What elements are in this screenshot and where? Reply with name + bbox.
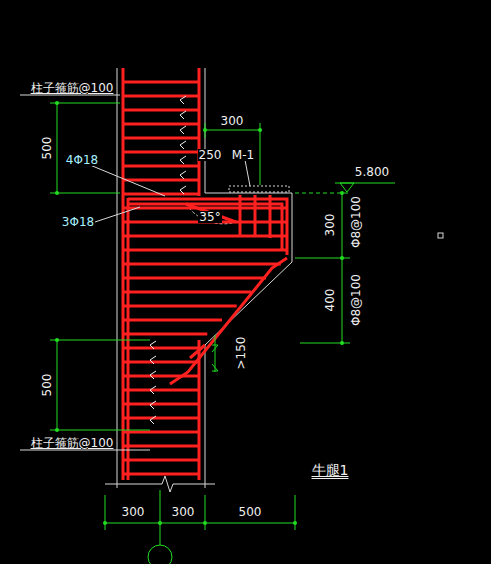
rebar-stroke xyxy=(123,375,199,378)
rebar-stroke xyxy=(180,141,186,145)
rebar-stroke xyxy=(123,417,199,420)
rebar-stroke xyxy=(123,95,199,98)
drawing-label: 500 xyxy=(41,136,53,161)
rebar-stroke xyxy=(180,186,186,190)
rebar-stroke xyxy=(150,371,156,375)
drawing-label: >150 xyxy=(235,336,247,371)
rebar-stroke xyxy=(123,137,199,140)
rebar-stroke xyxy=(123,263,281,266)
rebar-stroke xyxy=(123,179,199,182)
drawing-label: M-1 xyxy=(231,149,255,161)
rebar-stroke xyxy=(150,420,154,424)
rebar-stroke xyxy=(150,360,154,364)
rebar-stroke xyxy=(180,100,184,104)
rebar-stroke xyxy=(123,165,199,168)
rebar-stroke xyxy=(180,130,184,134)
drawing-label: Φ8@100 xyxy=(350,195,362,249)
rebar-stroke xyxy=(180,160,184,164)
drawing-label: 300 xyxy=(220,115,245,127)
drawing-label: Φ8@100 xyxy=(350,273,362,327)
rebar-stroke xyxy=(150,341,156,345)
rebar-stroke xyxy=(180,111,186,115)
rebar-stroke xyxy=(180,175,184,179)
rebar-stroke xyxy=(123,361,199,364)
rebar-stroke xyxy=(123,333,207,336)
rebar-stroke xyxy=(123,151,199,154)
drawing-label: 250 xyxy=(198,149,223,161)
rebar-stroke xyxy=(123,81,199,84)
drawing-title: 牛腿1 xyxy=(311,463,350,477)
rebar-stroke xyxy=(150,345,154,349)
rebar-stroke xyxy=(150,375,154,379)
drawing-label: 300 xyxy=(121,506,146,518)
drawing-label: 5.800 xyxy=(354,166,390,178)
drawing-label: 柱子箍筋@100 xyxy=(30,82,115,94)
drawing-label: 300 xyxy=(324,213,336,238)
rebar-stroke xyxy=(150,356,156,360)
rebar-stroke xyxy=(123,109,199,112)
rebar-stroke xyxy=(150,416,156,420)
rebar-stroke xyxy=(123,445,199,448)
rebar-stroke xyxy=(123,403,199,406)
rebar-stroke xyxy=(150,390,154,394)
rebar-stroke xyxy=(180,171,186,175)
rebar-stroke xyxy=(123,473,199,476)
drawing-label: 500 xyxy=(41,373,53,398)
rebar-stroke xyxy=(123,431,199,434)
rebar-stroke xyxy=(150,405,154,409)
rebar-stroke xyxy=(123,277,266,280)
rebar-stroke xyxy=(150,401,156,405)
rebar-stroke xyxy=(123,305,237,308)
rebar-stroke xyxy=(123,291,251,294)
rebar-stroke xyxy=(180,145,184,149)
rebar-stroke xyxy=(123,123,199,126)
rebar-stroke xyxy=(123,319,222,322)
rebar-stroke xyxy=(180,115,184,119)
rebar-stroke xyxy=(180,156,186,160)
drawing-label: 3Φ18 xyxy=(61,216,95,228)
drawing-label: 柱子箍筋@100 xyxy=(30,437,115,449)
rebar-stroke xyxy=(180,126,186,130)
rebar-stroke xyxy=(123,207,287,210)
drawing-label: 35° xyxy=(198,211,221,223)
rebar-stroke xyxy=(180,190,184,194)
rebar-stroke xyxy=(123,459,199,462)
rebar-stroke xyxy=(123,235,287,238)
rebar-stroke xyxy=(180,96,186,100)
drawing-label: 400 xyxy=(324,288,336,313)
drawing-label: 300 xyxy=(171,506,196,518)
drawing-label: 4Φ18 xyxy=(65,154,99,166)
rebar-stroke xyxy=(123,347,199,350)
rebar-stroke xyxy=(150,386,156,390)
drawing-label: 500 xyxy=(238,506,263,518)
rebar-stroke xyxy=(123,249,287,252)
rebar-stroke xyxy=(123,389,199,392)
